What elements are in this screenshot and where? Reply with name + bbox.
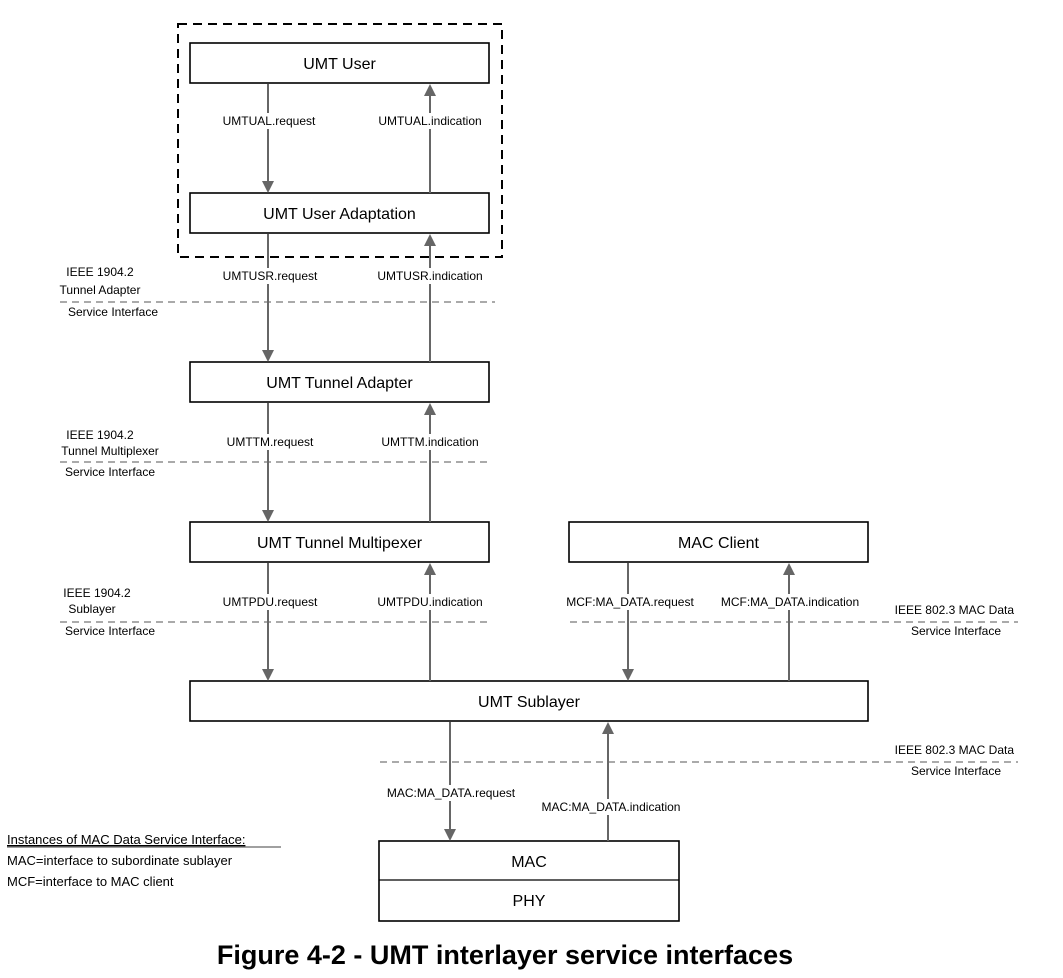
sublayer-interface-label: IEEE 1904.2 Sublayer Service Interface [63,586,155,638]
tunnel-adapter-interface-label: IEEE 1904.2 Tunnel Adapter Service Inter… [60,265,159,319]
umtpdu-indication-arrow [424,563,436,681]
svg-text:IEEE 802.3 MAC Data: IEEE 802.3 MAC Data [895,603,1015,617]
umttm-request-label: UMTTM.request [227,435,314,449]
note-line-2: MCF=interface to MAC client [7,874,174,889]
umt-user-adaptation-label: UMT User Adaptation [263,206,416,223]
umtusr-request-label: UMTUSR.request [223,269,318,283]
umt-tunnel-adapter-label: UMT Tunnel Adapter [266,375,413,392]
note-title: Instances of MAC Data Service Interface: [7,832,245,847]
umt-sublayer-label: UMT Sublayer [478,694,581,711]
user-group-dashed-boundary [177,23,503,258]
svg-text:Tunnel Adapter: Tunnel Adapter [60,283,141,297]
svg-text:IEEE 802.3 MAC Data: IEEE 802.3 MAC Data [895,743,1015,757]
svg-text:Service Interface: Service Interface [65,624,155,638]
umtpdu-request-arrow [262,563,274,681]
mac-data-lower-interface-label: IEEE 802.3 MAC Data Service Interface [895,743,1015,778]
mac-client-label: MAC Client [678,535,759,552]
umttm-indication-label: UMTTM.indication [381,435,478,449]
svg-text:IEEE 1904.2: IEEE 1904.2 [66,265,134,279]
umtusr-indication-label: UMTUSR.indication [377,269,482,283]
umtpdu-request-label: UMTPDU.request [223,595,318,609]
svg-text:Service Interface: Service Interface [65,465,155,479]
svg-text:IEEE 1904.2: IEEE 1904.2 [66,428,134,442]
mac-request-label: MAC:MA_DATA.request [387,786,516,800]
mac-data-upper-interface-label: IEEE 802.3 MAC Data Service Interface [895,603,1015,638]
umt-sublayer-box: UMT Sublayer [189,680,869,722]
umt-tunnel-adapter-box: UMT Tunnel Adapter [189,361,490,403]
mac-indication-label: MAC:MA_DATA.indication [542,800,681,814]
mac-client-box: MAC Client [568,521,869,563]
svg-text:Service Interface: Service Interface [911,624,1001,638]
umt-tunnel-multiplexer-box: UMT Tunnel Multipexer [189,521,490,563]
umt-user-adaptation-box: UMT User Adaptation [189,192,490,234]
svg-text:Service Interface: Service Interface [911,764,1001,778]
umt-user-label: UMT User [303,56,376,73]
umt-user-box: UMT User [189,42,490,84]
note-line-1: MAC=interface to subordinate sublayer [7,853,233,868]
mac-request-arrow [444,722,456,841]
instances-note: Instances of MAC Data Service Interface:… [7,832,281,889]
umt-tunnel-multiplexer-label: UMT Tunnel Multipexer [257,535,423,552]
mcf-request-label: MCF:MA_DATA.request [566,595,694,609]
umtusr-indication-arrow [424,234,436,362]
umtual-request-arrow [262,84,274,193]
svg-text:IEEE 1904.2: IEEE 1904.2 [63,586,131,600]
mac-label: MAC [511,854,547,871]
mac-phy-stack: MAC PHY [378,840,680,922]
figure-caption: Figure 4-2 - UMT interlayer service inte… [217,940,793,970]
mac-indication-arrow [602,722,614,841]
umtual-indication-label: UMTUAL.indication [378,114,481,128]
umtual-request-label: UMTUAL.request [223,114,316,128]
umtual-indication-arrow [424,84,436,193]
umtusr-request-arrow [262,234,274,362]
tunnel-multiplexer-interface-label: IEEE 1904.2 Tunnel Multiplexer Service I… [61,428,159,479]
mcf-request-arrow [622,563,634,681]
mcf-indication-label: MCF:MA_DATA.indication [721,595,859,609]
phy-label: PHY [513,893,546,910]
svg-text:Tunnel Multiplexer: Tunnel Multiplexer [61,444,159,458]
svg-text:Service Interface: Service Interface [68,305,158,319]
svg-text:Sublayer: Sublayer [68,602,115,616]
mcf-indication-arrow [783,563,795,681]
umtpdu-indication-label: UMTPDU.indication [377,595,482,609]
umttm-request-arrow [262,403,274,522]
umttm-indication-arrow [424,403,436,522]
